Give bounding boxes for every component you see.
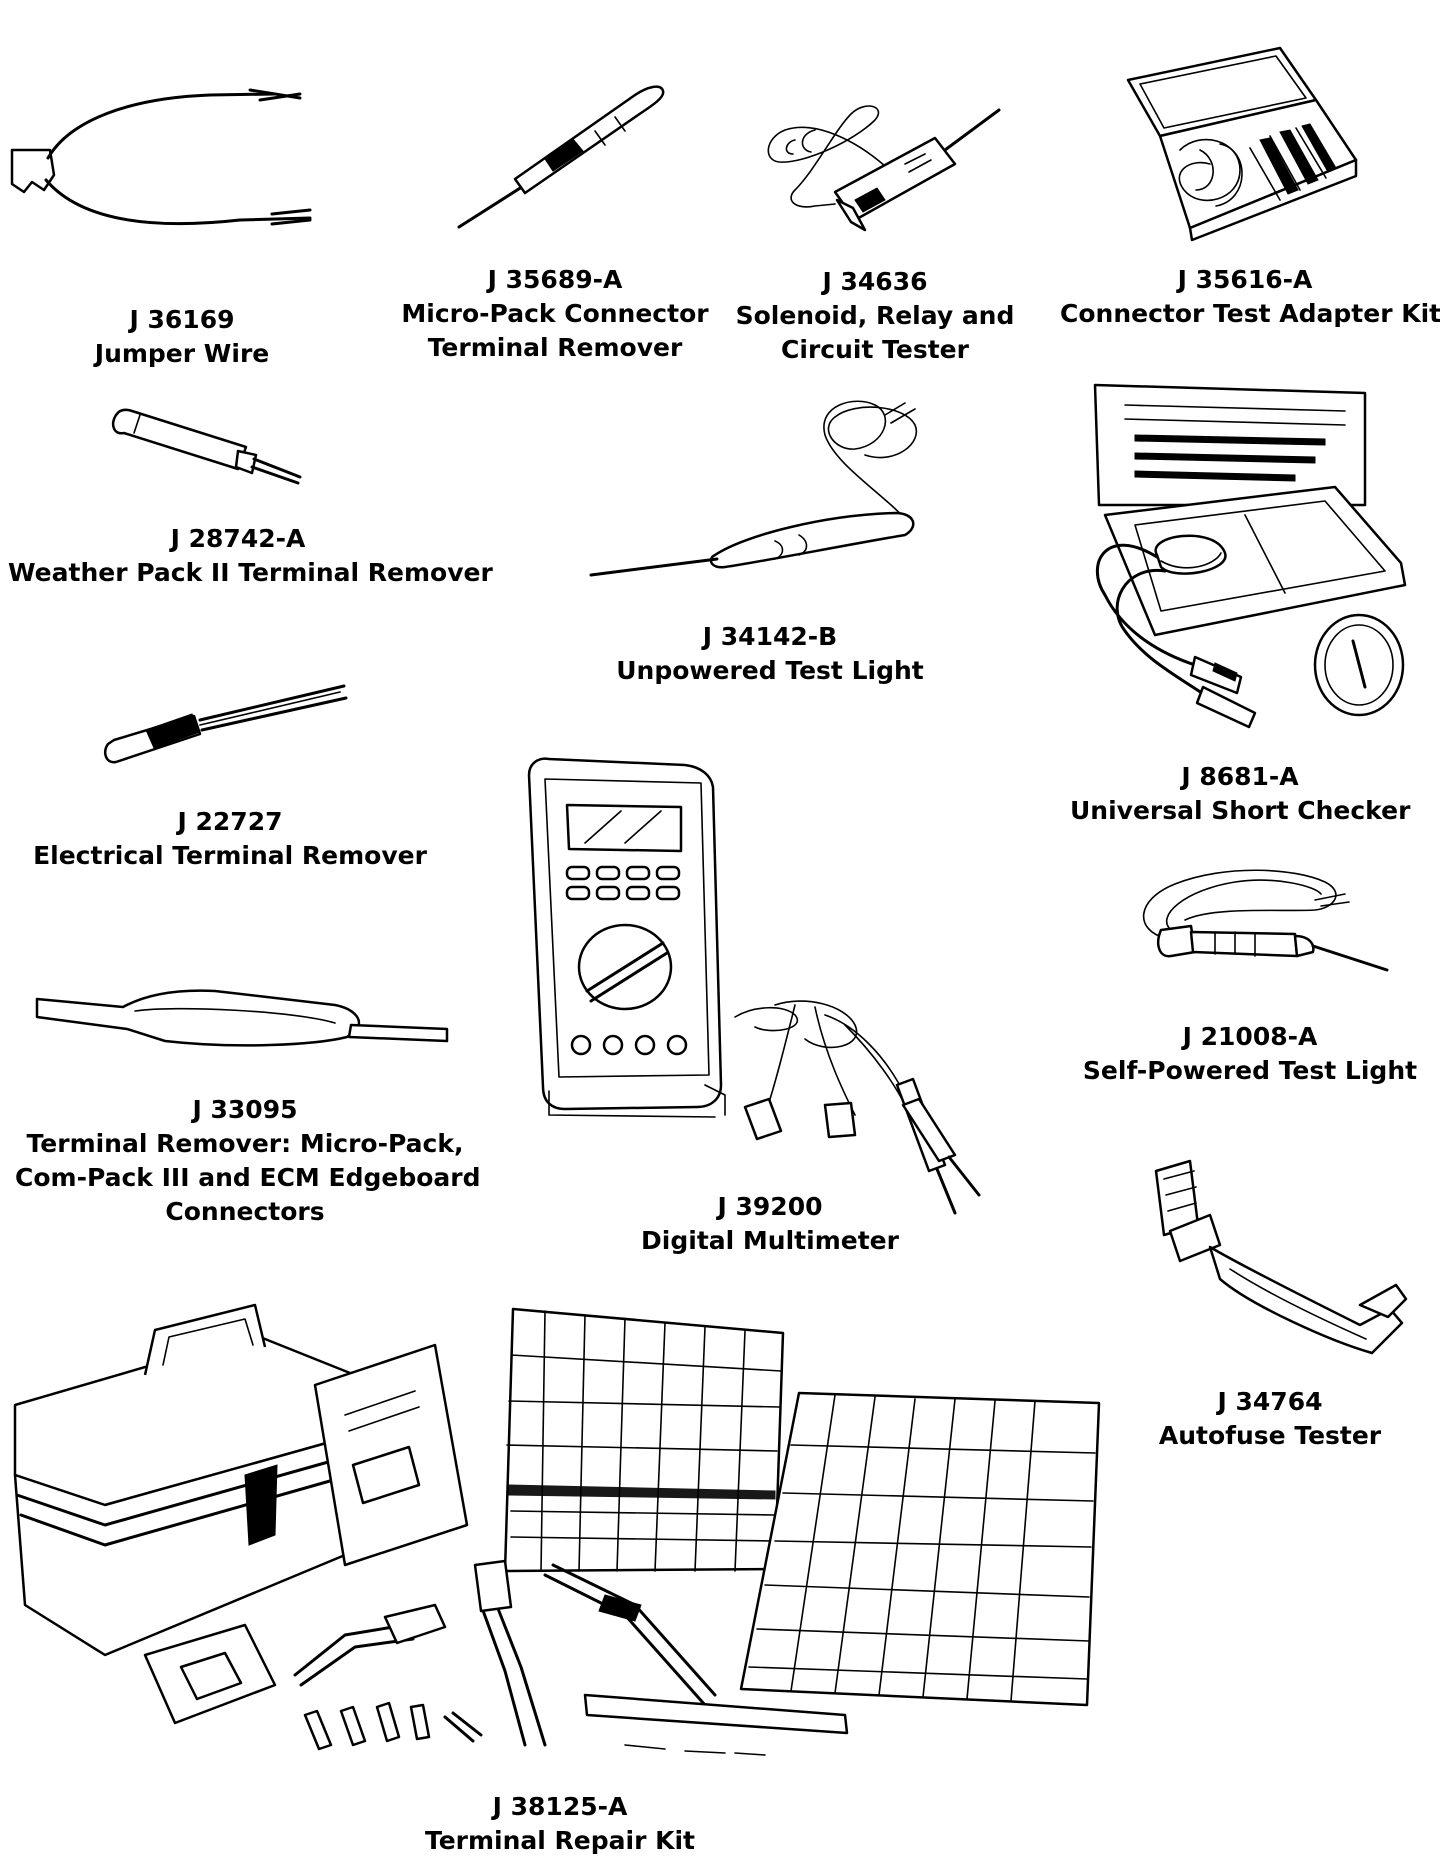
self-powered-test-light-illustration <box>1125 860 1390 995</box>
tool-caption-jumper-wire: J 36169 Jumper Wire <box>22 303 342 371</box>
tool-name: Electrical Terminal Remover <box>33 841 427 870</box>
circuit-tester-illustration <box>755 80 1005 240</box>
tool-name: Terminal Repair Kit <box>424 1826 696 1855</box>
short-checker-illustration <box>1065 375 1405 740</box>
tool-name: Terminal Remover <box>427 333 683 362</box>
part-number: J 33095 <box>192 1095 298 1124</box>
tool-name: Circuit Tester <box>781 335 969 364</box>
tool-name: Solenoid, Relay and <box>735 301 1015 330</box>
tool-caption-short-checker: J 8681-A Universal Short Checker <box>1070 760 1410 828</box>
edgeboard-terminal-remover-illustration <box>35 985 455 1055</box>
unpowered-test-light-illustration <box>585 395 945 585</box>
part-number: J 8681-A <box>1181 762 1299 791</box>
tool-name: Unpowered Test Light <box>616 656 924 685</box>
part-number: J 38125-A <box>492 1792 628 1821</box>
part-number: J 21008-A <box>1182 1022 1318 1051</box>
tool-caption-micro-pack-remover: J 35689-A Micro-Pack Connector Terminal … <box>395 263 715 365</box>
tool-caption-terminal-repair-kit: J 38125-A Terminal Repair Kit <box>400 1790 720 1858</box>
tool-caption-digital-multimeter: J 39200 Digital Multimeter <box>600 1190 940 1258</box>
tool-name: Universal Short Checker <box>1070 796 1411 825</box>
part-number: J 34764 <box>1217 1387 1323 1416</box>
part-number: J 22727 <box>177 807 283 836</box>
part-number: J 28742-A <box>170 524 306 553</box>
part-number: J 34142-B <box>702 622 838 651</box>
connector-adapter-kit-illustration <box>1120 40 1360 240</box>
tool-caption-autofuse-tester: J 34764 Autofuse Tester <box>1130 1385 1410 1453</box>
tool-name: Terminal Remover: Micro-Pack, <box>26 1129 464 1158</box>
tool-name: Autofuse Tester <box>1158 1421 1382 1450</box>
autofuse-tester-illustration <box>1150 1155 1410 1370</box>
digital-multimeter-illustration <box>525 755 1055 1225</box>
tool-name: Connectors <box>165 1197 325 1226</box>
electrical-terminal-remover-illustration <box>100 680 350 770</box>
jumper-wire-illustration <box>10 80 320 250</box>
micro-pack-remover-illustration <box>455 75 675 235</box>
tool-name: Digital Multimeter <box>641 1226 899 1255</box>
tool-caption-edgeboard-terminal-remover: J 33095 Terminal Remover: Micro-Pack, Co… <box>15 1093 481 1229</box>
tool-caption-electrical-terminal-remover: J 22727 Electrical Terminal Remover <box>30 805 430 873</box>
part-number: J 36169 <box>129 305 235 334</box>
tool-caption-unpowered-test-light: J 34142-B Unpowered Test Light <box>605 620 935 688</box>
terminal-repair-kit-illustration <box>5 1275 1105 1760</box>
tool-name: Jumper Wire <box>94 339 270 368</box>
tool-name: Com-Pack III and ECM Edgeboard <box>15 1163 481 1192</box>
part-number: J 39200 <box>717 1192 823 1221</box>
tool-name: Self-Powered Test Light <box>1082 1056 1418 1085</box>
tool-caption-circuit-tester: J 34636 Solenoid, Relay and Circuit Test… <box>715 265 1035 367</box>
tool-caption-weather-pack-remover: J 28742-A Weather Pack II Terminal Remov… <box>8 522 493 590</box>
tool-name: Connector Test Adapter Kit <box>1060 299 1440 328</box>
tool-name: Weather Pack II Terminal Remover <box>8 558 493 587</box>
part-number: J 35689-A <box>487 265 623 294</box>
tool-name: Micro-Pack Connector <box>401 299 709 328</box>
tool-caption-connector-adapter-kit: J 35616-A Connector Test Adapter Kit <box>1060 263 1440 331</box>
weather-pack-remover-illustration <box>110 405 310 495</box>
part-number: J 35616-A <box>1177 265 1313 294</box>
tool-caption-self-powered-test-light: J 21008-A Self-Powered Test Light <box>1080 1020 1420 1088</box>
part-number: J 34636 <box>822 267 928 296</box>
